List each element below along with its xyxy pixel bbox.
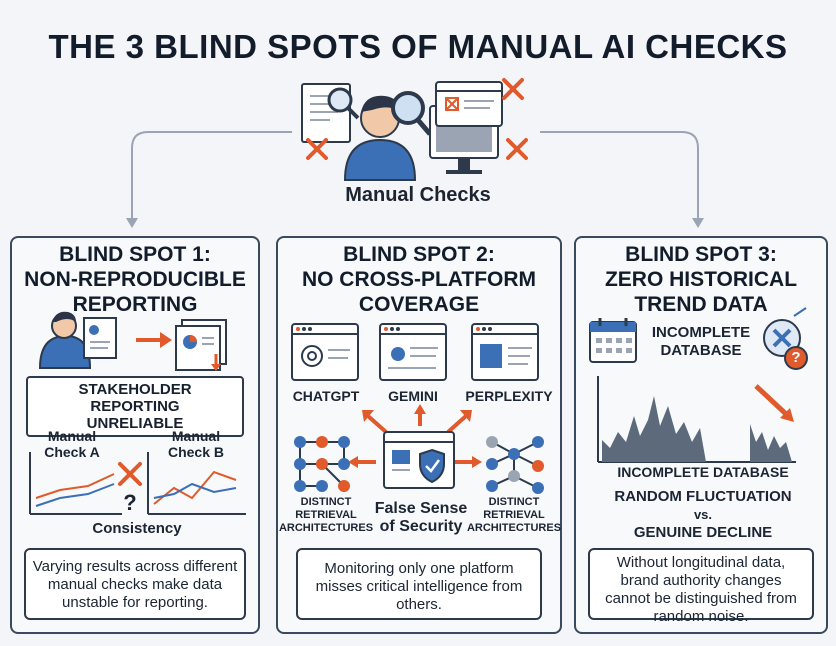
label-line: of Security [379, 518, 463, 535]
panel-3-illustration [589, 307, 808, 463]
x-mark-icon [118, 462, 142, 486]
panel-title: BLIND SPOT 2: NO CROSS-PLATFORM COVERAGE [278, 242, 560, 317]
question-mark: ? [791, 349, 801, 366]
platform-label-chatgpt: CHATGPT [292, 388, 360, 404]
right-connector-arrow [540, 131, 699, 224]
person-icon [343, 95, 417, 181]
gemini-window-icon [379, 323, 447, 381]
panel-2-illustration [291, 323, 544, 494]
check-a-label: Manual Check A [32, 428, 112, 460]
panel-note: Monitoring only one platform misses crit… [296, 548, 542, 620]
label-line: vs. [693, 507, 713, 522]
network-icon [294, 436, 350, 492]
panel-title: BLIND SPOT 1: NON-REPRODUCIBLE REPORTING [12, 242, 258, 317]
x-mark-icon [306, 138, 328, 160]
calendar-icon [589, 318, 637, 363]
label-line: ARCHITECTURES [466, 522, 562, 534]
label-line: GENUINE DECLINE [633, 524, 773, 541]
label-line: Manual [47, 428, 97, 444]
blind-spot-3-panel: BLIND SPOT 3: ZERO HISTORICAL TREND DATA [574, 236, 828, 634]
panel-subheading: NON-REPRODUCIBLE [24, 268, 246, 291]
network-icon [486, 436, 544, 494]
label-line: Check B [167, 444, 225, 460]
label-line: Check A [44, 444, 100, 460]
panel-heading: BLIND SPOT 3: [625, 243, 777, 266]
database-x-icon [763, 307, 808, 370]
shield-window-icon [383, 431, 455, 489]
arrow-right-icon [136, 332, 172, 348]
report-chart-icon [175, 319, 227, 371]
panel-heading: BLIND SPOT 2: [343, 243, 495, 266]
banner-line: STAKEHOLDER REPORTING [78, 381, 192, 415]
panel-subheading: COVERAGE [358, 293, 480, 316]
incomplete-database-tag: INCOMPLETE DATABASE [646, 324, 756, 360]
panel-1-illustration [29, 311, 246, 515]
chart-caption: INCOMPLETE DATABASE [617, 464, 789, 480]
label-line: RANDOM FLUCTUATION [614, 488, 792, 505]
left-connector-arrow [131, 131, 292, 224]
label-line: ARCHITECTURES [278, 522, 374, 534]
label-line: DATABASE [660, 342, 742, 359]
panel-note: Varying results across different manual … [24, 548, 246, 620]
blind-spot-2-panel: BLIND SPOT 2: NO CROSS-PLATFORM COVERAGE [276, 236, 562, 634]
panel-title: BLIND SPOT 3: ZERO HISTORICAL TREND DATA [576, 242, 826, 317]
arrow-up-icon [356, 412, 474, 464]
platform-label-perplexity: PERPLEXITY [465, 388, 553, 404]
panel-subheading: TREND DATA [634, 293, 768, 316]
x-mark-icon [502, 78, 528, 160]
check-a-chart [29, 452, 122, 515]
banner-line: UNRELIABLE [86, 415, 184, 432]
label-line: False Sense [374, 500, 468, 517]
stakeholder-reporting-banner: STAKEHOLDER REPORTING UNRELIABLE [26, 376, 244, 437]
page-title: THE 3 BLIND SPOTS OF MANUAL AI CHECKS [48, 28, 788, 65]
magnifier-icon [327, 87, 360, 120]
random-vs-decline-label: RANDOM FLUCTUATION vs. GENUINE DECLINE [576, 488, 830, 542]
person-icon [38, 311, 92, 369]
question-mark: ? [123, 490, 137, 515]
panel-heading: BLIND SPOT 1: [59, 243, 211, 266]
magnifier-icon [391, 91, 432, 136]
false-sense-of-security-label: False Sense of Security [368, 500, 474, 536]
document-icon [83, 317, 117, 359]
panel-subheading: NO CROSS-PLATFORM [301, 268, 537, 291]
check-b-chart [147, 452, 246, 515]
check-b-label: Manual Check B [156, 428, 236, 460]
label-line: INCOMPLETE [651, 324, 751, 341]
consistency-label: Consistency [92, 520, 182, 537]
platform-label-gemini: GEMINI [388, 388, 438, 404]
label-line: RETRIEVAL [483, 509, 545, 521]
label-line: DISTINCT [488, 496, 540, 508]
blind-spot-1-panel: BLIND SPOT 1: NON-REPRODUCIBLE REPORTING [10, 236, 260, 634]
panel-subheading: REPORTING [72, 293, 198, 316]
incomplete-trend-chart [597, 376, 796, 463]
label-line: DISTINCT [300, 496, 352, 508]
right-architecture-label: DISTINCT RETRIEVAL ARCHITECTURES [466, 496, 562, 535]
panel-note: Without longitudinal data, brand authori… [588, 548, 814, 625]
manual-checks-label: Manual Checks [345, 184, 491, 206]
browser-window-icon [435, 81, 503, 127]
chatgpt-window-icon [291, 323, 359, 381]
label-line: Manual [171, 428, 221, 444]
panel-subheading: ZERO HISTORICAL [604, 268, 798, 291]
label-line: RETRIEVAL [295, 509, 357, 521]
perplexity-window-icon [471, 323, 539, 381]
left-architecture-label: DISTINCT RETRIEVAL ARCHITECTURES [278, 496, 374, 535]
